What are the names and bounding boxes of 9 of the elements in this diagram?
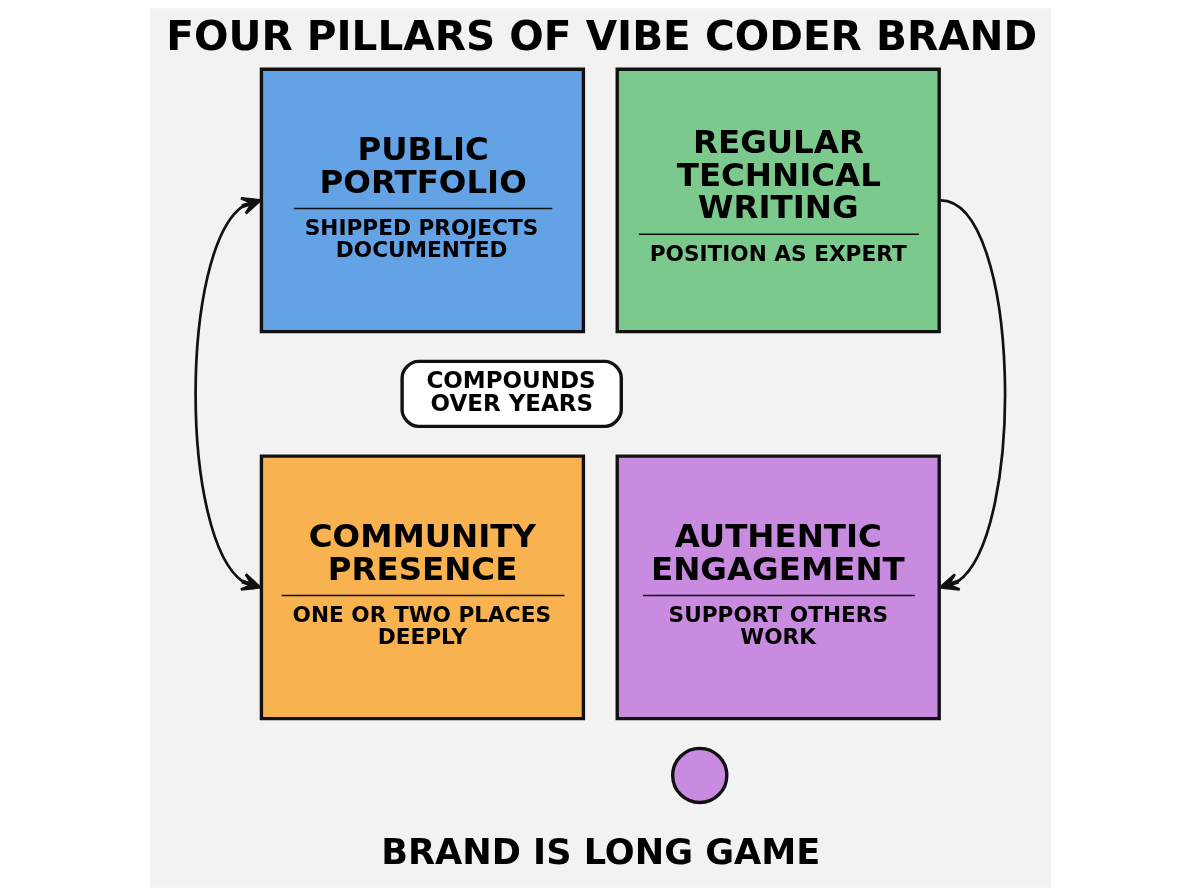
node-box: COMPOUNDS OVER YEARS [399,359,623,429]
arrow [193,196,261,591]
diagram-title: FOUR PILLARS OF VIBE CODER BRAND [165,12,1037,61]
node-box: COMMUNITY PRESENCE ONE OR TWO PLACES DEEPLY [259,454,585,721]
caption: BRAND IS LONG GAME [380,831,820,873]
node-box: AUTHENTIC ENGAGEMENT SUPPORT OTHERS WORK [615,454,941,721]
node-box: PUBLIC PORTFOLIO SHIPPED PROJECTS DOCUMENTED [259,67,585,334]
node-box: REGULAR TECHNICAL WRITING POSITION AS EXPERT [615,67,941,334]
node-circle [670,746,728,805]
